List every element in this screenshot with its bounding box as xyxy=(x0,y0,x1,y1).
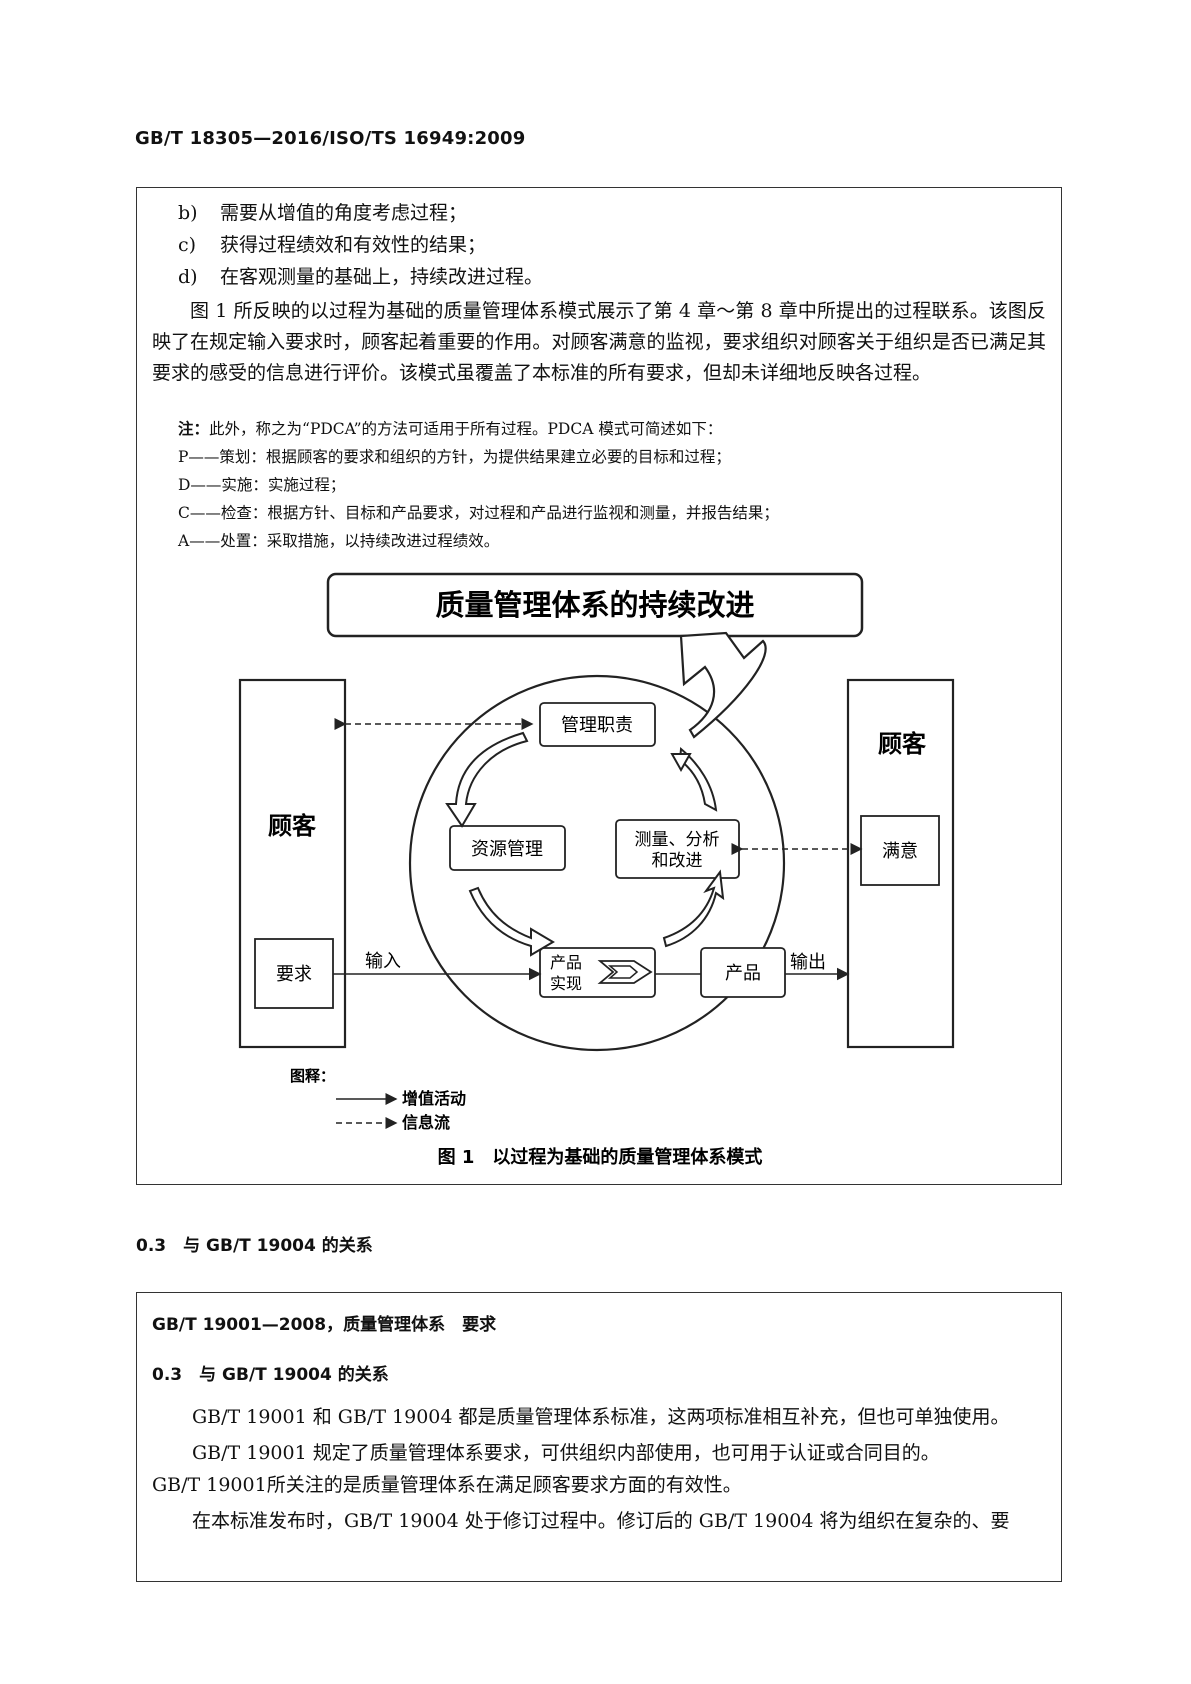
product-label: 产品 xyxy=(725,963,761,984)
satisfaction-label: 满意 xyxy=(882,841,918,862)
note-label: 注： xyxy=(178,420,210,438)
cycle-arrow-top-left xyxy=(445,731,529,828)
note-item-c: C——检查：根据方针、目标和产品要求，对过程和产品进行监视和测量，并报告结果； xyxy=(178,504,779,522)
input-label: 输入 xyxy=(365,951,401,972)
continual-improvement-box xyxy=(326,572,864,638)
bottom-paragraph-2-line-2: GB/T 19001所关注的是质量管理体系在满足顾客要求方面的有效性。 xyxy=(152,1474,742,1496)
document-code-header: GB/T 18305—2016/ISO/TS 16949:2009 xyxy=(135,128,526,149)
list-label: d) xyxy=(178,266,198,288)
measurement-analysis-label-1: 测量、分析 xyxy=(635,830,720,850)
continual-improvement-arrow xyxy=(679,631,767,739)
legend-value-label: 增值活动 xyxy=(402,1089,466,1108)
figure-caption: 图 1 以过程为基础的质量管理体系模式 xyxy=(438,1146,763,1168)
note-intro: 此外，称之为“PDCA”的方法可适用于所有过程。PDCA 模式可简述如下： xyxy=(209,420,723,438)
bottom-box-subtitle: 0.3 与 GB/T 19004 的关系 xyxy=(152,1365,389,1385)
management-responsibility-label: 管理职责 xyxy=(561,715,633,736)
bottom-paragraph-2-line-1: GB/T 19001 规定了质量管理体系要求，可供组织内部使用，也可用于认证或合… xyxy=(192,1442,940,1464)
note-item-d: D——实施：实施过程； xyxy=(178,476,346,494)
right-customer-label: 顾客 xyxy=(878,730,927,758)
cycle-arrow-bottom-right xyxy=(662,869,725,948)
product-realization-label-2: 实现 xyxy=(550,974,582,993)
legend-title: 图释： xyxy=(290,1067,335,1085)
bottom-box-title: GB/T 19001—2008，质量管理体系 要求 xyxy=(152,1315,497,1335)
process-model-paragraph: 图 1 所反映的以过程为基础的质量管理体系模式展示了第 4 章～第 8 章中所提… xyxy=(152,300,1046,384)
legend-info-label: 信息流 xyxy=(402,1113,450,1132)
process-cycle-circle xyxy=(408,674,786,1052)
list-item-c: c) 获得过程绩效和有效性的结果； xyxy=(178,230,486,261)
list-text: 在客观测量的基础上，持续改进过程。 xyxy=(220,266,544,288)
list-item-d: d) 在客观测量的基础上，持续改进过程。 xyxy=(178,262,543,293)
top-quote-box xyxy=(136,187,1062,1185)
list-text: 需要从增值的角度考虑过程； xyxy=(220,202,468,224)
bottom-paragraph-3: 在本标准发布时，GB/T 19004 处于修订过程中。修订后的 GB/T 190… xyxy=(192,1510,1010,1532)
list-label: b) xyxy=(178,202,198,224)
resource-management-label: 资源管理 xyxy=(471,839,543,860)
resource-management-box xyxy=(449,825,566,871)
list-label: c) xyxy=(178,234,197,256)
cycle-arrow-top-right xyxy=(678,747,718,812)
bottom-quote-box xyxy=(136,1292,1062,1582)
list-item-b: b) 需要从增值的角度考虑过程； xyxy=(178,198,467,229)
note-intro-line: 注：此外，称之为“PDCA”的方法可适用于所有过程。PDCA 模式可简述如下： xyxy=(178,416,722,442)
note-item-p: P——策划：根据顾客的要求和组织的方针，为提供结果建立必要的目标和过程； xyxy=(178,448,731,466)
cycle-arrowhead-top-right xyxy=(670,753,692,773)
section-heading: 0.3 与 GB/T 19004 的关系 xyxy=(136,1236,373,1256)
measurement-analysis-label-2: 和改进 xyxy=(652,851,703,871)
cycle-arrow-bottom-left xyxy=(468,886,555,957)
product-box xyxy=(700,947,786,998)
management-responsibility-box xyxy=(539,702,656,747)
realization-flow-inner-icon xyxy=(607,965,639,979)
left-customer-label: 顾客 xyxy=(268,812,317,840)
list-text: 获得过程绩效和有效性的结果； xyxy=(220,234,487,256)
bottom-paragraph-1: GB/T 19001 和 GB/T 19004 都是质量管理体系标准，这两项标准… xyxy=(192,1406,1010,1428)
output-label: 输出 xyxy=(790,952,826,973)
product-realization-label-1: 产品 xyxy=(550,953,582,972)
continual-improvement-title: 质量管理体系的持续改进 xyxy=(435,588,754,622)
note-item-a: A——处置：采取措施，以持续改进过程绩效。 xyxy=(178,532,500,550)
requirements-label: 要求 xyxy=(276,964,312,985)
satisfaction-box xyxy=(860,815,940,886)
